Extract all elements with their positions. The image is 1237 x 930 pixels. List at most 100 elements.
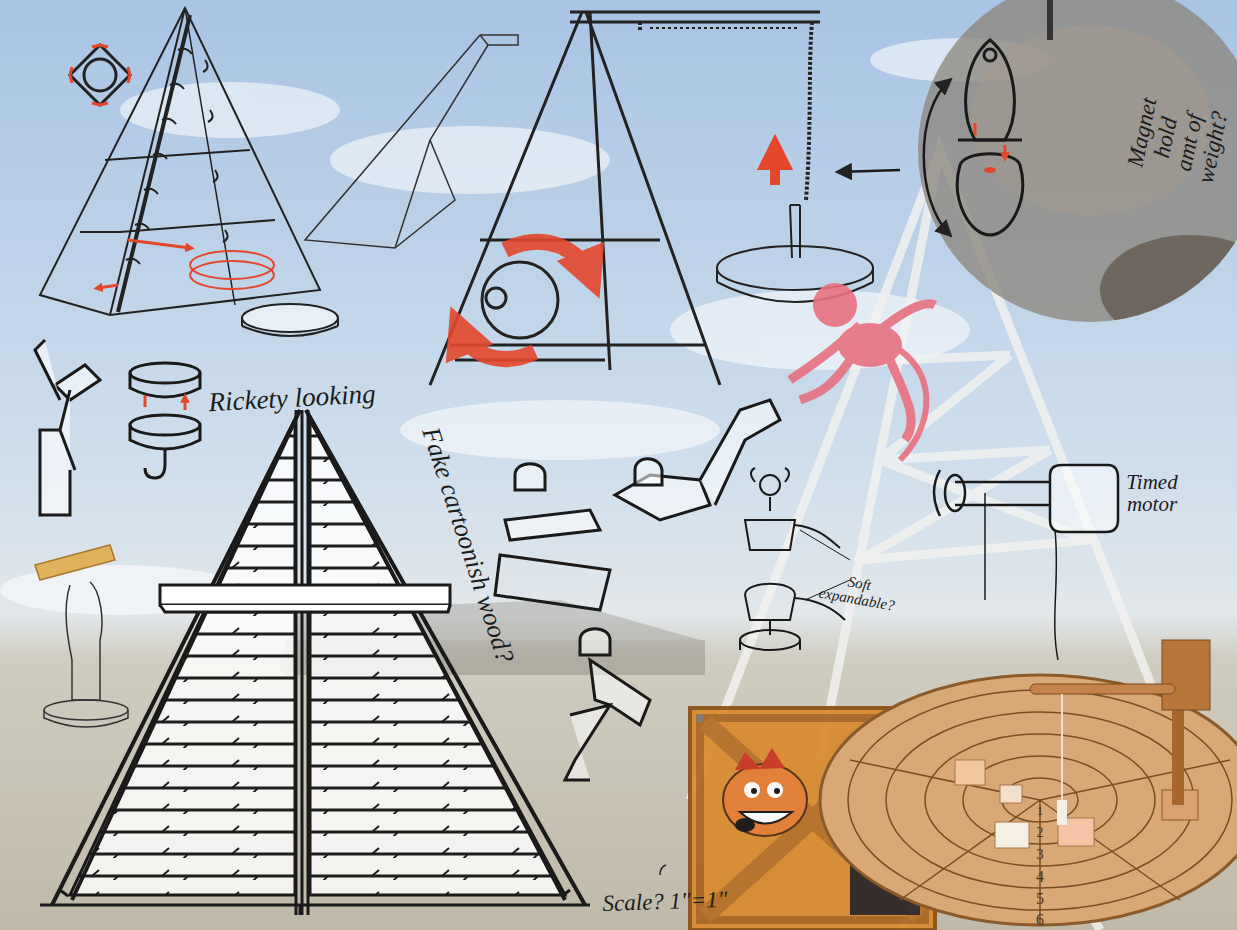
hand-holding-plank-sketch-part bbox=[35, 545, 115, 580]
wooden-crate-part bbox=[744, 782, 760, 798]
red-monkey-toy-part bbox=[790, 304, 935, 440]
hanging-disc-sketch bbox=[717, 145, 873, 302]
swing-frame-sketch-part bbox=[570, 12, 820, 22]
climbing-figures-sketch-part bbox=[565, 705, 610, 780]
ladder-pyramid-sketch-part bbox=[126, 49, 228, 264]
magnet-photo-callout-part bbox=[924, 80, 950, 235]
magnet-photo-callout-part bbox=[838, 170, 900, 172]
magnet-hook-sketch bbox=[130, 363, 200, 478]
board-number: 5 bbox=[1036, 891, 1044, 908]
swing-frame-sketch-part bbox=[650, 27, 800, 29]
magnet-photo-callout-part-part bbox=[1047, 0, 1053, 40]
swing-frame-sketch bbox=[430, 12, 820, 385]
hand-holding-plank-sketch bbox=[35, 545, 128, 727]
ladder-pyramid-sketch-part bbox=[128, 240, 190, 248]
frame-outline-sketch-part bbox=[395, 140, 430, 248]
board-number: 6 bbox=[1036, 912, 1044, 929]
timed-motor-sketch-part bbox=[1050, 465, 1118, 532]
board-number: 1 bbox=[1037, 804, 1044, 818]
climbing-figures-sketch-part bbox=[505, 510, 600, 540]
rotation-arrows-part bbox=[505, 242, 590, 275]
magnet-photo-callout-part bbox=[984, 49, 996, 61]
hanging-disc-sketch-part bbox=[717, 246, 873, 290]
worker-figure bbox=[35, 340, 100, 515]
wooden-crate-part bbox=[767, 782, 783, 798]
soft-expandable-sketch-part bbox=[760, 475, 780, 495]
swing-frame-sketch-part bbox=[430, 12, 720, 385]
red-monkey-toy-part bbox=[900, 350, 926, 460]
target-board-part bbox=[1057, 800, 1067, 825]
wooden-crate-part bbox=[774, 788, 780, 794]
frame-outline-sketch-part bbox=[305, 35, 488, 248]
ladder-pyramid-sketch-part bbox=[80, 150, 275, 232]
ladder-pyramid-sketch-part bbox=[98, 285, 118, 288]
rickety-pyramid-sketch-part bbox=[160, 605, 450, 612]
clouds-part bbox=[120, 82, 340, 138]
climbing-figures-sketch-part bbox=[515, 464, 545, 490]
target-board-part bbox=[995, 822, 1029, 848]
swing-frame-sketch-part bbox=[450, 240, 705, 360]
climbing-figures-sketch-part bbox=[635, 459, 662, 485]
worker-figure-part bbox=[40, 390, 75, 515]
handwritten-note: Timed motor bbox=[1110, 471, 1195, 515]
magnet-photo-callout-part bbox=[966, 40, 1015, 140]
ladder-pyramid-sketch-part bbox=[242, 304, 338, 332]
magnet-hook-sketch-part bbox=[130, 373, 200, 397]
soft-expandable-sketch-part bbox=[769, 620, 771, 635]
top-view-icon bbox=[70, 45, 130, 105]
rickety-pyramid-sketch bbox=[40, 410, 590, 915]
wooden-crate-part bbox=[735, 818, 755, 832]
climbing-figures-sketch-part bbox=[495, 555, 610, 610]
hand-holding-plank-sketch-part bbox=[44, 710, 128, 727]
magnet-photo-callout-part bbox=[975, 123, 1005, 157]
swing-frame-sketch-part bbox=[640, 22, 812, 200]
wooden-crate-part bbox=[735, 748, 785, 770]
rickety-pyramid-sketch-part bbox=[40, 904, 590, 907]
magnet-photo-callout-part bbox=[970, 0, 1237, 345]
worker-figure-part bbox=[55, 365, 100, 400]
board-number: 2 bbox=[1037, 826, 1044, 841]
board-number: 4 bbox=[1036, 869, 1044, 886]
magnet-hook-sketch-part bbox=[145, 395, 185, 410]
magnet-photo-callout-part bbox=[958, 139, 1022, 142]
climbing-figures-sketch-part bbox=[580, 629, 610, 655]
soft-expandable-sketch-part bbox=[751, 468, 789, 511]
hanging-disc-sketch-part bbox=[790, 205, 800, 258]
rickety-pyramid-sketch-part bbox=[60, 890, 570, 915]
swing-frame-sketch-part bbox=[482, 262, 558, 338]
rotation-arrows-part bbox=[460, 330, 535, 359]
timed-motor-sketch bbox=[934, 465, 1118, 660]
board-number: 3 bbox=[1036, 847, 1044, 863]
red-monkey-toy-part bbox=[813, 283, 857, 327]
soft-expandable-sketch-part bbox=[740, 630, 800, 650]
magnet-hook-sketch-part bbox=[130, 415, 200, 435]
ladder-pyramid-sketch-part bbox=[110, 8, 185, 315]
target-board-part bbox=[848, 690, 1232, 925]
ladder-pyramid-sketch-part bbox=[242, 318, 338, 336]
scale-tick bbox=[660, 865, 666, 875]
top-view-icon-part bbox=[70, 45, 130, 105]
target-board-part bbox=[820, 675, 1237, 925]
ladder-pyramid-sketch-part bbox=[40, 8, 320, 315]
rickety-pyramid-sketch-part bbox=[52, 410, 585, 905]
wooden-crate-part bbox=[751, 788, 757, 794]
rickety-pyramid-sketch-part bbox=[160, 585, 450, 605]
worker-figure-part bbox=[35, 340, 60, 400]
target-board-part bbox=[1000, 785, 1022, 803]
timed-motor-sketch-part bbox=[945, 475, 965, 511]
timed-motor-sketch-part bbox=[1055, 530, 1058, 660]
timed-motor-sketch-part bbox=[984, 493, 986, 600]
hanging-disc-sketch-part bbox=[765, 145, 785, 185]
target-board-part bbox=[1030, 684, 1175, 694]
rickety-pyramid-sketch-part bbox=[296, 410, 308, 915]
scale-tick-part bbox=[660, 865, 666, 875]
magnet-hook-sketch-part bbox=[130, 425, 200, 449]
handwritten-note: Rickety looking bbox=[208, 379, 376, 416]
magnet-hook-sketch-part bbox=[130, 363, 200, 383]
target-board-part bbox=[1162, 640, 1210, 710]
hand-holding-plank-sketch-part bbox=[44, 700, 128, 720]
frame-outline-sketch-part bbox=[480, 35, 518, 45]
